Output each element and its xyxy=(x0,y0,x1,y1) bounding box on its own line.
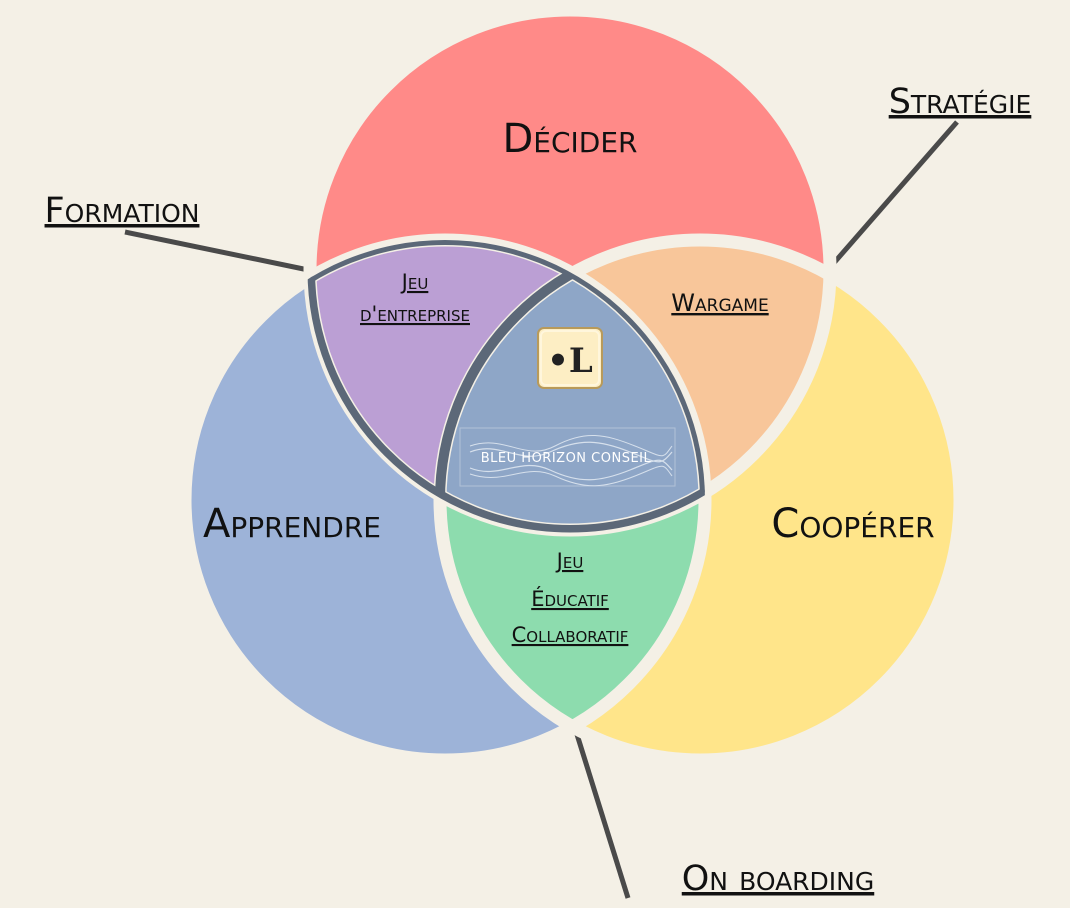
jeu-entreprise-line2: d'entreprise xyxy=(360,302,470,326)
wargame-label: Wargame xyxy=(671,289,768,317)
brand-logo: BLEU HORIZON CONSEIL xyxy=(459,427,676,487)
jeu-entreprise-line1: Jeu xyxy=(400,270,429,294)
onboarding-leader-line xyxy=(567,711,631,899)
apprendre-label: Apprendre xyxy=(203,501,381,547)
logo-tile: •L xyxy=(537,327,603,389)
formation-leader-line xyxy=(124,229,319,275)
jeu-educatif-line3: Collaboratif xyxy=(512,623,629,647)
jeu-educatif-line1: Jeu xyxy=(555,549,584,573)
brand-text: BLEU HORIZON CONSEIL xyxy=(481,451,652,466)
logo-glyph: •L xyxy=(547,341,593,381)
strategie-label: Stratégie xyxy=(889,82,1032,122)
cooperer-label: Coopérer xyxy=(771,501,934,547)
strategie-leader-line xyxy=(824,120,959,274)
jeu-educatif-line2: Éducatif xyxy=(531,586,609,611)
formation-label: Formation xyxy=(45,191,200,231)
decider-label: Décider xyxy=(502,116,637,162)
onboarding-label: On boarding xyxy=(682,859,875,899)
